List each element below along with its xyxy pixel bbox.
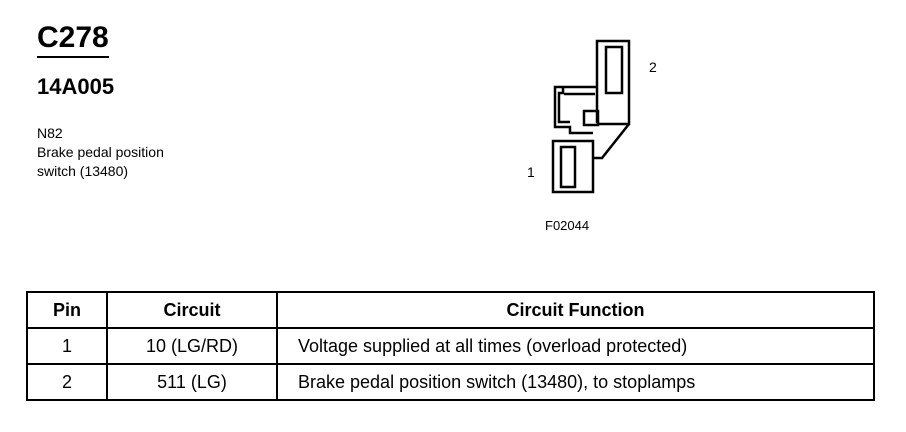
header-circuit-function: Circuit Function [276, 291, 875, 329]
polarization-key [582, 109, 600, 127]
function-cell: Brake pedal position switch (13480), to … [276, 363, 875, 401]
pin-2-terminal [604, 45, 624, 95]
pin-cell: 1 [26, 327, 108, 365]
part-number: 14A005 [37, 74, 115, 99]
connector-face-drawing [551, 39, 631, 194]
pin-1-terminal [559, 145, 577, 189]
connector-id: C278 [37, 22, 109, 58]
circuit-cell: 10 (LG/RD) [106, 327, 278, 365]
connector-diagram: 1 2 [515, 30, 675, 195]
pin-cell: 2 [26, 363, 108, 401]
pin-1-housing [551, 139, 595, 194]
circuit-cell: 511 (LG) [106, 363, 278, 401]
function-cell: Voltage supplied at all times (overload … [276, 327, 875, 365]
table-row: 2 511 (LG) Brake pedal position switch (… [26, 363, 875, 401]
pinout-table: Pin Circuit Circuit Function 1 10 (LG/RD… [26, 291, 875, 401]
description-line: switch (13480) [37, 163, 129, 179]
table-row: 1 10 (LG/RD) Voltage supplied at all tim… [26, 327, 875, 365]
pin-label-2: 2 [649, 59, 657, 75]
pin-2-housing [595, 39, 631, 126]
connector-body [593, 123, 630, 160]
description-line: Brake pedal position [37, 144, 164, 160]
pin-label-1: 1 [527, 164, 535, 180]
table-header-row: Pin Circuit Circuit Function [26, 291, 875, 329]
location-code: N82 [37, 125, 63, 141]
figure-id: F02044 [545, 218, 590, 233]
header-pin: Pin [26, 291, 108, 329]
connector-description: N82 Brake pedal position switch (13480) [37, 124, 164, 181]
header-circuit: Circuit [106, 291, 278, 329]
